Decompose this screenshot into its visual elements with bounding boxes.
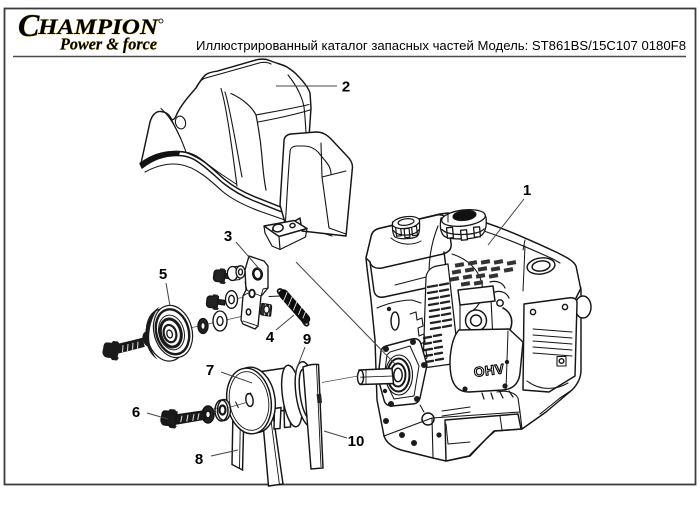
svg-text:3: 3 (224, 228, 232, 245)
svg-text:7: 7 (206, 362, 214, 379)
svg-text:9: 9 (303, 331, 311, 348)
svg-text:Иллюстрированный каталог запас: Иллюстрированный каталог запасных частей… (196, 38, 686, 53)
svg-text:10: 10 (348, 433, 365, 450)
svg-text:6: 6 (132, 404, 140, 421)
svg-text:4: 4 (266, 329, 275, 346)
svg-text:OHV: OHV (473, 361, 505, 380)
svg-text:C: C (18, 7, 40, 43)
svg-text:2: 2 (342, 79, 350, 96)
svg-text:Power & force: Power & force (59, 35, 157, 54)
svg-text:8: 8 (195, 451, 203, 468)
svg-text:1: 1 (523, 182, 531, 199)
svg-text:5: 5 (159, 266, 167, 283)
svg-text:HAMPION: HAMPION (37, 14, 159, 39)
